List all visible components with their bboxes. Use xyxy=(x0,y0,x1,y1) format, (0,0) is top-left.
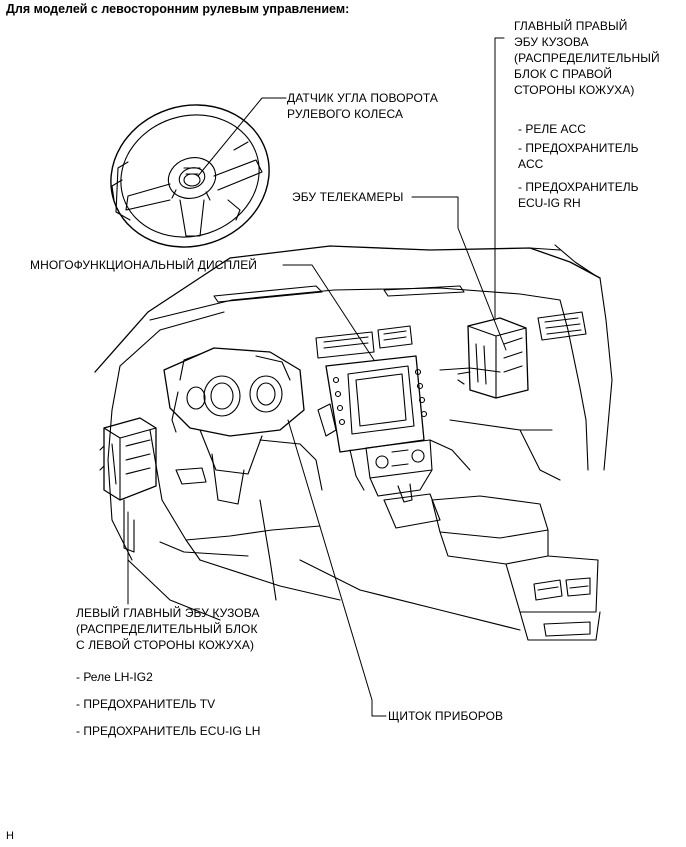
label-line: БЛОК С ПРАВОЙ xyxy=(514,67,613,81)
corner-mark: H xyxy=(6,830,14,842)
right-item-fuse-acc-cont: ACC xyxy=(518,157,544,171)
label-camera-ecu: ЭБУ ТЕЛЕКАМЕРЫ xyxy=(292,190,404,204)
left-item-fuse-ecu-ig-lh: - ПРЕДОХРАНИТЕЛЬ ECU-IG LH xyxy=(76,724,261,738)
dashboard-drawing xyxy=(94,244,613,641)
left-item-fuse-tv: - ПРЕДОХРАНИТЕЛЬ TV xyxy=(76,697,216,711)
right-item-fuse-acc: - ПРЕДОХРАНИТЕЛЬ xyxy=(518,141,639,155)
left-ecu-box-drawing xyxy=(99,417,157,553)
label-line: ЛЕВЫЙ ГЛАВНЫЙ ЭБУ КУЗОВА xyxy=(76,606,260,620)
diagram-header: Для моделей с левосторонним рулевым упра… xyxy=(6,2,350,16)
right-item-fuse-ecu-ig-rh-cont: ECU-IG RH xyxy=(518,196,581,210)
right-ecu-box-drawing xyxy=(457,317,529,399)
label-line: (РАСПРЕДЕЛИТЕЛЬНЫЙ xyxy=(514,51,660,65)
label-multifunction-display: МНОГОФУНКЦИОНАЛЬНЫЙ ДИСПЛЕЙ xyxy=(30,258,258,272)
leader-lines xyxy=(127,37,507,717)
left-item-relay-lh-ig2: - Реле LH-IG2 xyxy=(76,670,153,684)
label-line: ГЛАВНЫЙ ПРАВЫЙ xyxy=(514,19,628,33)
label-line: С ЛЕВОЙ СТОРОНЫ КОЖУХА) xyxy=(76,638,255,652)
label-steering-angle-sensor: ДАТЧИК УГЛА ПОВОРОТА РУЛЕВОГО КОЛЕСА xyxy=(287,90,438,122)
label-line: ЭБУ КУЗОВА xyxy=(514,35,589,49)
label-line: ДАТЧИК УГЛА ПОВОРОТА xyxy=(287,91,439,105)
steering-wheel-drawing xyxy=(110,104,270,248)
label-line: СТОРОНЫ КОЖУХА) xyxy=(514,83,635,97)
label-line: (РАСПРЕДЕЛИТЕЛЬНЫЙ БЛОК xyxy=(76,622,258,636)
label-line: РУЛЕВОГО КОЛЕСА xyxy=(287,107,404,121)
label-left-body-ecu: ЛЕВЫЙ ГЛАВНЫЙ ЭБУ КУЗОВА (РАСПРЕДЕЛИТЕЛЬ… xyxy=(76,605,260,653)
label-instrument-panel: ЩИТОК ПРИБОРОВ xyxy=(388,709,504,723)
label-right-body-ecu: ГЛАВНЫЙ ПРАВЫЙ ЭБУ КУЗОВА (РАСПРЕДЕЛИТЕЛ… xyxy=(514,18,660,98)
right-item-relay-acc: - РЕЛЕ ACC xyxy=(518,122,586,136)
right-item-fuse-ecu-ig-rh: - ПРЕДОХРАНИТЕЛЬ xyxy=(518,180,639,194)
